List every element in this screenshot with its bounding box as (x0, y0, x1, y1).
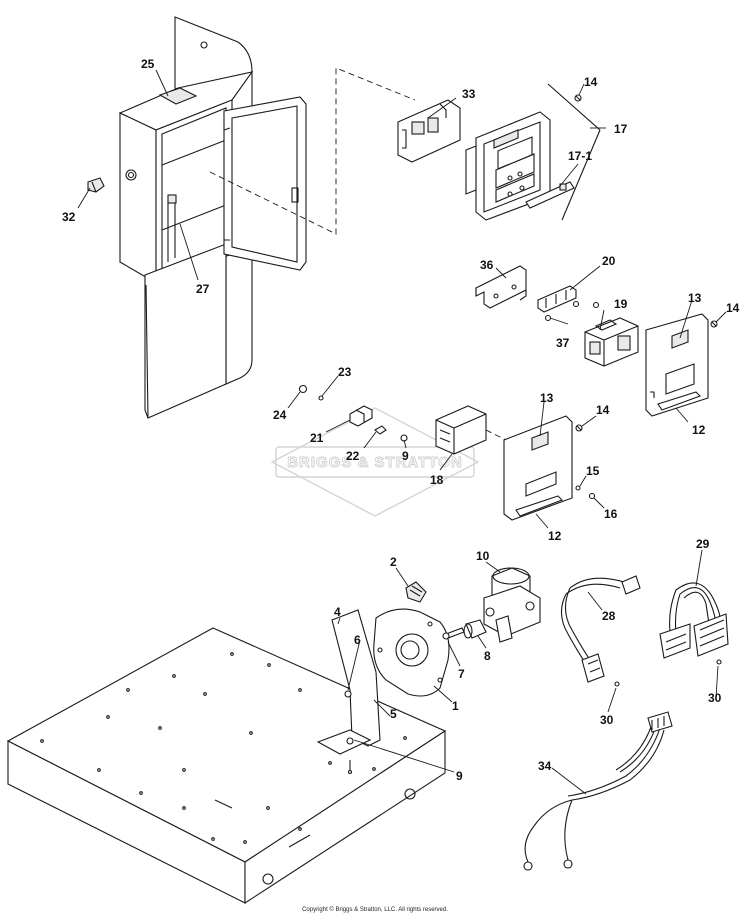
circuit-breaker-18 (435, 405, 487, 455)
cover-panel-13-upper (645, 313, 709, 417)
callout-14: 14 (584, 75, 598, 89)
contactor-19 (584, 317, 639, 367)
callout-9: 9 (456, 769, 463, 783)
bracket-36 (475, 265, 527, 309)
wire-harness-28 (560, 575, 641, 683)
clip-part-32 (87, 177, 105, 193)
callout-6: 6 (354, 633, 361, 647)
callout-24: 24 (273, 408, 287, 422)
callout-34: 34 (538, 759, 552, 773)
callout-4: 4 (334, 605, 341, 619)
callout-9: 9 (402, 449, 409, 463)
mounting-bracket-4 (316, 609, 381, 775)
pipe-nipple-8 (463, 619, 487, 639)
screws-14-15-16 (575, 424, 596, 500)
callout-10: 10 (476, 549, 490, 563)
controller-board-33 (397, 99, 461, 163)
screw-7 (442, 627, 465, 640)
watermark-text: BRIGGS & STRATTON (287, 454, 463, 471)
elbow-fitting-2 (405, 581, 427, 603)
callout-21: 21 (310, 431, 324, 445)
callout-29: 29 (696, 537, 710, 551)
callout-5: 5 (390, 707, 397, 721)
callout-25: 25 (141, 57, 155, 71)
callout-22: 22 (346, 449, 360, 463)
wire-harness-34 (523, 711, 673, 871)
callout-13: 13 (688, 291, 702, 305)
callout-14: 14 (596, 403, 610, 417)
callout-8: 8 (484, 649, 491, 663)
blower-housing-1 (373, 608, 450, 697)
gas-valve-10 (483, 567, 541, 643)
screw-14-right (710, 320, 718, 328)
callout-20: 20 (602, 254, 616, 268)
callout-15: 15 (586, 464, 600, 478)
cover-panel-13-lower (503, 415, 573, 521)
copyright-notice: Copyright © Briggs & Stratton, LLC. All … (302, 907, 448, 913)
screw-14-top (574, 94, 582, 102)
callout-13: 13 (540, 391, 554, 405)
callout-27: 27 (196, 282, 210, 296)
base-plate (6, 627, 447, 905)
callout-12: 12 (548, 529, 562, 543)
callout-37: 37 (556, 336, 570, 350)
callout-12: 12 (692, 423, 706, 437)
brand-watermark: BRIGGS & STRATTON (270, 407, 480, 517)
callout-28: 28 (602, 609, 616, 623)
display-assembly-17 (465, 83, 601, 221)
callout-33: 33 (462, 87, 476, 101)
callout-7: 7 (458, 667, 465, 681)
callout-14: 14 (726, 301, 740, 315)
callout-1: 1 (452, 699, 459, 713)
callout-18: 18 (430, 473, 444, 487)
callout-labels: 25 32 27 33 14 17 17-1 36 20 13 14 19 37… (62, 57, 740, 783)
callout-30: 30 (708, 691, 722, 705)
callout-17: 17 (614, 122, 628, 136)
wire-harness-29 (659, 582, 729, 659)
cabinet-enclosure (118, 16, 307, 419)
callout-17-1: 17-1 (568, 149, 592, 163)
callout-23: 23 (338, 365, 352, 379)
leader-lines (77, 69, 727, 795)
callout-30: 30 (600, 713, 614, 727)
small-parts-group (298, 384, 408, 442)
terminal-block-20 (537, 285, 600, 322)
callout-16: 16 (604, 507, 618, 521)
callout-36: 36 (480, 258, 494, 272)
callout-32: 32 (62, 210, 76, 224)
callout-2: 2 (390, 555, 397, 569)
screws-30 (614, 659, 722, 687)
callout-19: 19 (614, 297, 628, 311)
